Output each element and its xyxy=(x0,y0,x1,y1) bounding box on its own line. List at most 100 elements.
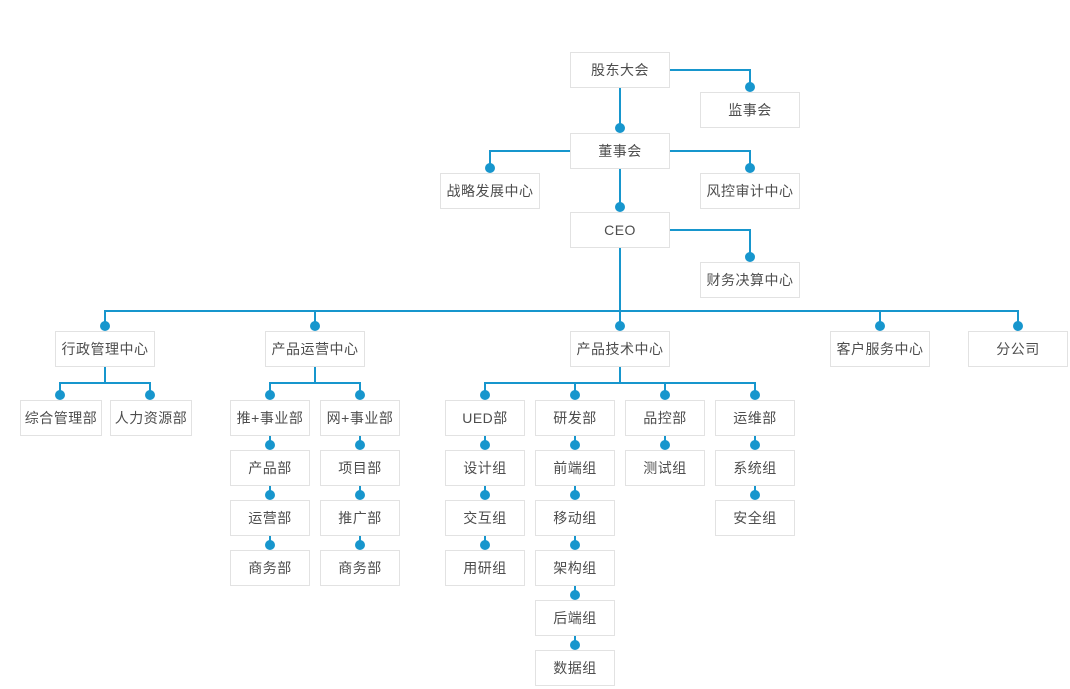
org-node-label: 用研组 xyxy=(463,560,507,576)
connector-dot xyxy=(570,440,580,450)
org-node-label: 商务部 xyxy=(338,560,382,576)
connector-dot xyxy=(355,540,365,550)
connector-dot xyxy=(570,540,580,550)
connector-dot xyxy=(265,390,275,400)
connector-dot xyxy=(1013,321,1023,331)
org-node-label: 综合管理部 xyxy=(24,410,98,426)
org-node-business-dept-2: 商务部 xyxy=(320,550,400,586)
org-node-label: 运维部 xyxy=(733,410,777,426)
connector-dot xyxy=(660,390,670,400)
org-node-label: 研发部 xyxy=(553,410,597,426)
connector-dot xyxy=(480,540,490,550)
org-node-mobile-group: 移动组 xyxy=(535,500,615,536)
org-node-label: 股东大会 xyxy=(591,62,649,78)
org-node-label: 产品运营中心 xyxy=(271,341,359,357)
connector-dot xyxy=(745,252,755,262)
connector-line xyxy=(670,229,751,257)
org-node-design-group: 设计组 xyxy=(445,450,525,486)
connector-line xyxy=(104,310,1019,326)
org-node-label: 项目部 xyxy=(338,460,382,476)
org-node-label: UED部 xyxy=(462,410,508,426)
org-node-finance-center: 财务决算中心 xyxy=(700,262,800,298)
org-node-label: 后端组 xyxy=(553,610,597,626)
org-node-label: 商务部 xyxy=(248,560,292,576)
connector-dot xyxy=(660,440,670,450)
org-node-architecture-group: 架构组 xyxy=(535,550,615,586)
org-node-user-research-group: 用研组 xyxy=(445,550,525,586)
connector-dot xyxy=(615,202,625,212)
org-node-label: 数据组 xyxy=(553,660,597,676)
org-node-label: 推+事业部 xyxy=(236,410,304,426)
org-node-label: 风控审计中心 xyxy=(706,183,794,199)
org-node-business-dept-1: 商务部 xyxy=(230,550,310,586)
org-node-label: 系统组 xyxy=(733,460,777,476)
org-node-testing-group: 测试组 xyxy=(625,450,705,486)
org-node-label: 品控部 xyxy=(643,410,687,426)
connector-dot xyxy=(480,390,490,400)
connector-dot xyxy=(750,390,760,400)
org-node-general-management: 综合管理部 xyxy=(20,400,102,436)
org-node-push-business-unit: 推+事业部 xyxy=(230,400,310,436)
org-node-label: 客户服务中心 xyxy=(836,341,924,357)
connector-dot xyxy=(355,490,365,500)
connector-dot xyxy=(480,440,490,450)
org-node-product-dept: 产品部 xyxy=(230,450,310,486)
org-node-product-tech-center: 产品技术中心 xyxy=(570,331,670,367)
connector-dot xyxy=(265,540,275,550)
org-node-qc-dept: 品控部 xyxy=(625,400,705,436)
connector-dot xyxy=(480,490,490,500)
org-node-rd-dept: 研发部 xyxy=(535,400,615,436)
org-node-security-group: 安全组 xyxy=(715,500,795,536)
org-node-label: 架构组 xyxy=(553,560,597,576)
connector-dot xyxy=(570,390,580,400)
org-node-label: 前端组 xyxy=(553,460,597,476)
connector-dot xyxy=(355,390,365,400)
org-node-supervisory-board: 监事会 xyxy=(700,92,800,128)
org-node-label: 产品技术中心 xyxy=(576,341,664,357)
org-node-project-dept: 项目部 xyxy=(320,450,400,486)
org-node-label: 测试组 xyxy=(643,460,687,476)
org-node-label: 安全组 xyxy=(733,510,777,526)
connector-dot xyxy=(310,321,320,331)
org-node-label: 运营部 xyxy=(248,510,292,526)
org-node-label: 行政管理中心 xyxy=(61,341,149,357)
org-node-label: CEO xyxy=(604,222,636,238)
connector-dot xyxy=(745,163,755,173)
connector-dot xyxy=(750,440,760,450)
org-node-customer-service-center: 客户服务中心 xyxy=(830,331,930,367)
connector-line xyxy=(484,382,756,395)
connector-dot xyxy=(615,321,625,331)
connector-dot xyxy=(570,490,580,500)
org-node-label: 分公司 xyxy=(996,341,1040,357)
org-node-net-business-unit: 网+事业部 xyxy=(320,400,400,436)
org-node-strategy-center: 战略发展中心 xyxy=(440,173,540,209)
org-node-label: 交互组 xyxy=(463,510,507,526)
org-node-label: 财务决算中心 xyxy=(706,272,794,288)
org-node-label: 移动组 xyxy=(553,510,597,526)
connector-line xyxy=(59,382,151,395)
org-node-label: 推广部 xyxy=(338,510,382,526)
connector-dot xyxy=(570,640,580,650)
connector-dot xyxy=(55,390,65,400)
org-node-backend-group: 后端组 xyxy=(535,600,615,636)
connector-dot xyxy=(145,390,155,400)
org-node-system-group: 系统组 xyxy=(715,450,795,486)
org-node-label: 产品部 xyxy=(248,460,292,476)
org-node-admin-center: 行政管理中心 xyxy=(55,331,155,367)
connector-dot xyxy=(875,321,885,331)
org-node-operations-dept: 运营部 xyxy=(230,500,310,536)
connector-line xyxy=(269,382,361,395)
org-node-risk-audit-center: 风控审计中心 xyxy=(700,173,800,209)
connector-line xyxy=(670,69,751,87)
connector-dot xyxy=(750,490,760,500)
org-node-promotion-dept: 推广部 xyxy=(320,500,400,536)
connector-dot xyxy=(615,123,625,133)
org-node-shareholders: 股东大会 xyxy=(570,52,670,88)
org-node-data-group: 数据组 xyxy=(535,650,615,686)
org-node-ceo: CEO xyxy=(570,212,670,248)
org-node-human-resources: 人力资源部 xyxy=(110,400,192,436)
connector-dot xyxy=(355,440,365,450)
